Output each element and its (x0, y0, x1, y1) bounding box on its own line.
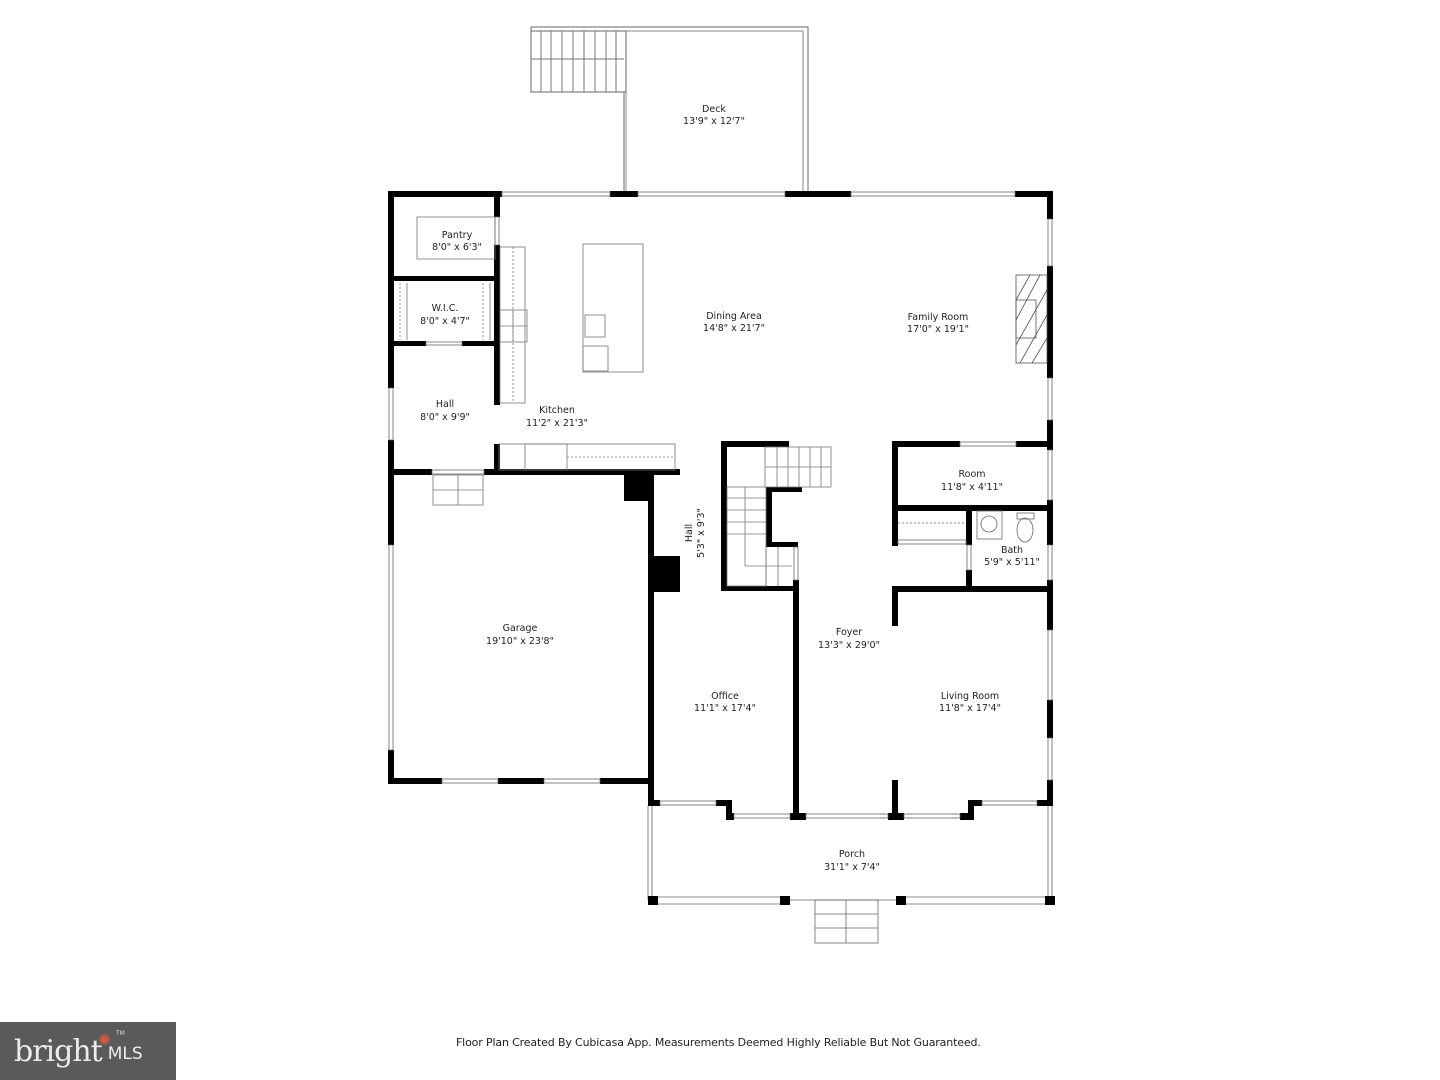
room-size-dining: 14'8" x 21'7" (703, 323, 765, 334)
room-size-kitchen: 11'2" x 21'3" (526, 418, 588, 429)
room-size-deck: 13'9" x 12'7" (683, 116, 745, 127)
room-name-hall-west: Hall (436, 399, 454, 410)
room-size-hall-center: 5'3" x 9'3" (696, 508, 707, 558)
room-name-living: Living Room (941, 691, 999, 702)
room-name-bath: Bath (1001, 545, 1023, 556)
logo-accent-dot-icon (101, 1036, 108, 1043)
room-name-foyer: Foyer (836, 627, 862, 638)
room-name-pantry: Pantry (442, 230, 473, 241)
disclaimer-text: Floor Plan Created By Cubicasa App. Meas… (456, 1036, 981, 1049)
deck (530, 26, 809, 192)
room-size-pantry: 8'0" x 6'3" (432, 242, 482, 253)
room-size-hall-west: 8'0" x 9'9" (420, 412, 470, 423)
room-size-room: 11'8" x 4'11" (941, 482, 1003, 493)
kitchen-fixtures (399, 216, 676, 471)
room-name-wic: W.I.C. (432, 303, 459, 314)
logo-word: bright (14, 1033, 103, 1069)
porch-posts (648, 896, 1055, 905)
fireplace (1015, 274, 1048, 364)
room-name-dining: Dining Area (706, 311, 762, 322)
room-size-living: 11'8" x 17'4" (939, 703, 1001, 714)
porch (647, 806, 1053, 944)
logo-suffix: MLS (107, 1044, 143, 1064)
room-name-porch: Porch (839, 849, 865, 860)
room-name-kitchen: Kitchen (539, 405, 575, 416)
logo-trademark: TM (116, 1030, 125, 1037)
room-name-hall-center: Hall (684, 524, 695, 542)
room-size-office: 11'1" x 17'4" (694, 703, 756, 714)
room-size-wic: 8'0" x 4'7" (420, 316, 470, 327)
room-name-room: Room (958, 469, 985, 480)
bright-mls-logo: bright TM MLS (0, 1022, 176, 1080)
windows (388, 191, 1053, 819)
room-labels: Deck 13'9" x 12'7" Pantry 8'0" x 6'3" W.… (420, 104, 1040, 873)
room-size-garage: 19'10" x 23'8" (486, 636, 554, 647)
room-size-bath: 5'9" x 5'11" (984, 557, 1040, 568)
room-name-deck: Deck (702, 104, 726, 115)
room-name-family: Family Room (908, 312, 969, 323)
room-size-foyer: 13'3" x 29'0" (818, 640, 880, 651)
walls (388, 191, 1053, 820)
room-size-porch: 31'1" x 7'4" (824, 862, 880, 873)
room-name-office: Office (711, 691, 739, 702)
room-size-family: 17'0" x 19'1" (907, 324, 969, 335)
stairs (432, 446, 832, 587)
room-name-garage: Garage (503, 623, 538, 634)
bath-fixtures (898, 510, 1035, 543)
